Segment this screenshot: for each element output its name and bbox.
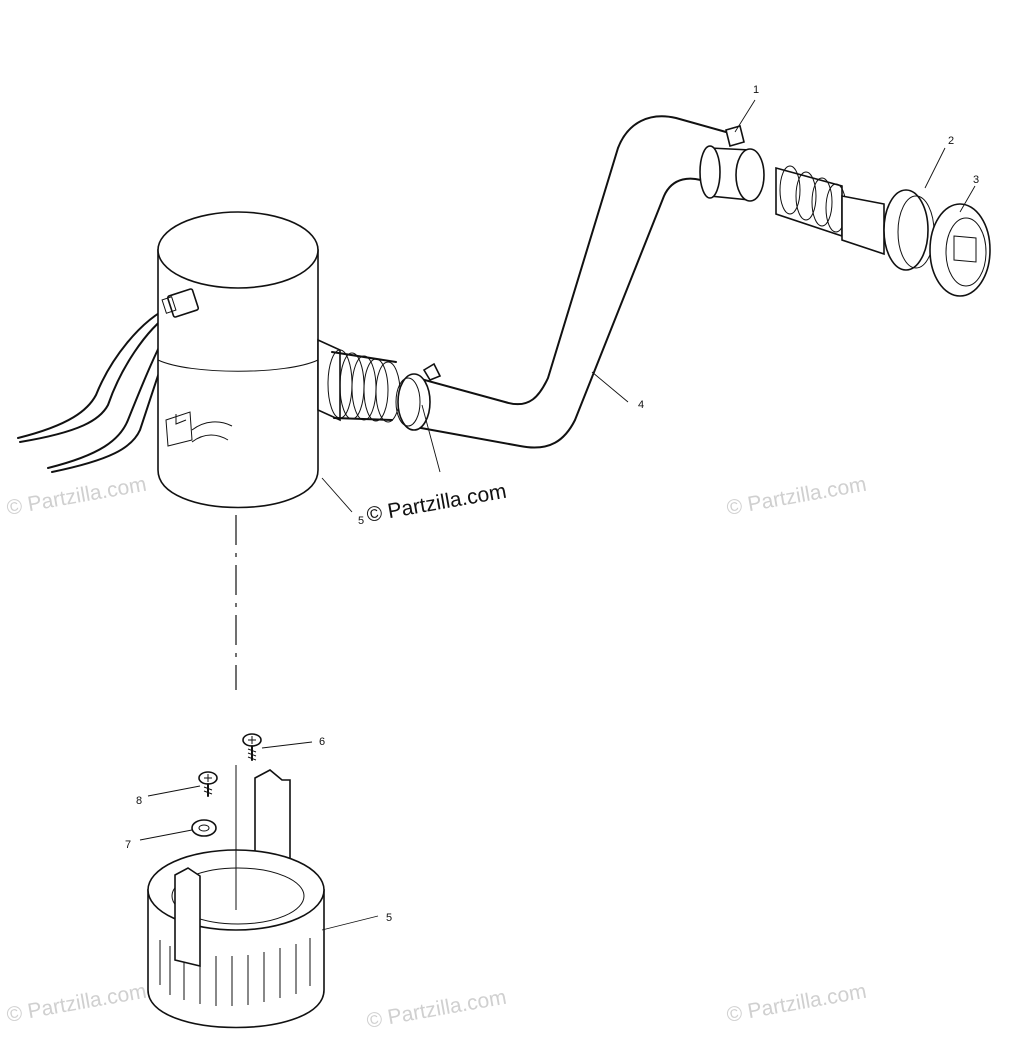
pump-outlet [317, 338, 401, 423]
leader-lines [139, 99, 976, 931]
washer-7 [191, 819, 217, 837]
callouts: 1 2 3 4 5 6 7 8 5 [125, 84, 979, 924]
callout-1: 1 [753, 84, 759, 96]
watermark-left-mid: © Partzilla.com [5, 473, 148, 520]
strainer-base [147, 765, 325, 1029]
hose-clamp-lower [395, 362, 442, 431]
watermark-main: © Partzilla.com [365, 480, 508, 527]
watermarks: © Partzilla.com © Partzilla.com © Partzi… [5, 473, 868, 1033]
callout-7: 7 [125, 839, 131, 851]
pump-wires [17, 305, 179, 473]
watermark-left-bottom: © Partzilla.com [5, 980, 148, 1027]
strainer-slots [159, 938, 311, 1006]
hose-clamp-upper [699, 125, 765, 202]
callout-6: 6 [319, 736, 325, 748]
watermark-right-bottom: © Partzilla.com [725, 980, 868, 1027]
watermark-right-mid: © Partzilla.com [725, 473, 868, 520]
callout-2: 2 [948, 135, 954, 147]
callout-3: 3 [973, 174, 979, 186]
callout-8: 8 [136, 795, 142, 807]
callout-4: 4 [638, 399, 644, 411]
watermark-center-bottom: © Partzilla.com [365, 986, 508, 1033]
hose [409, 115, 729, 449]
bilge-pump [157, 211, 319, 509]
screw-6 [242, 733, 262, 761]
screw-8 [198, 771, 218, 797]
thru-hull-fitting [775, 165, 991, 297]
callout-5-pump: 5 [358, 515, 364, 527]
callout-5-strainer: 5 [386, 912, 392, 924]
